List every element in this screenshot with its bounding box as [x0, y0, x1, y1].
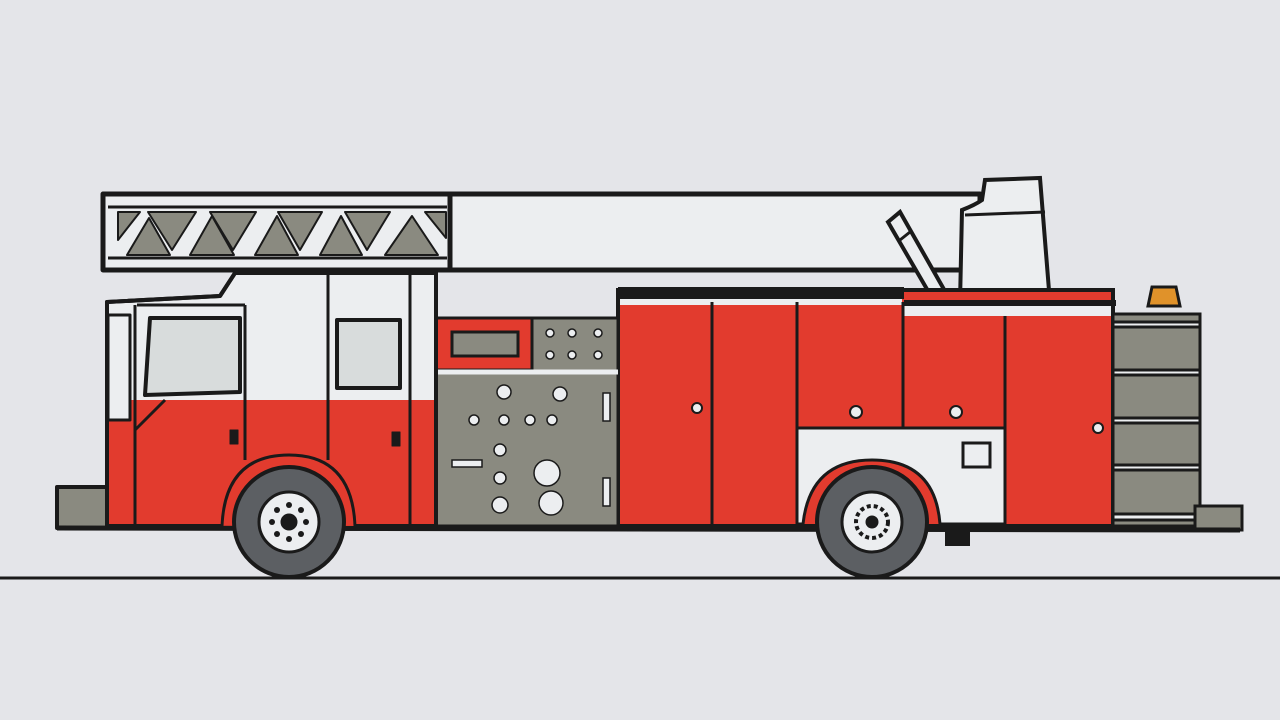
cab-window-driver	[143, 316, 242, 397]
cab-window-front	[106, 313, 132, 422]
front-wheel	[232, 465, 346, 579]
ladder-turret	[885, 175, 1053, 306]
ladder-truss	[117, 211, 447, 256]
rear-rack	[1111, 285, 1244, 532]
front-bumper	[55, 485, 109, 530]
ladder	[100, 191, 983, 273]
beacon-light	[1146, 285, 1182, 308]
pump-panel	[434, 316, 620, 528]
panel-knobs	[451, 328, 611, 516]
door-handles	[691, 402, 1104, 434]
cab-window-rear	[335, 318, 402, 390]
rear-wheel	[815, 465, 929, 579]
